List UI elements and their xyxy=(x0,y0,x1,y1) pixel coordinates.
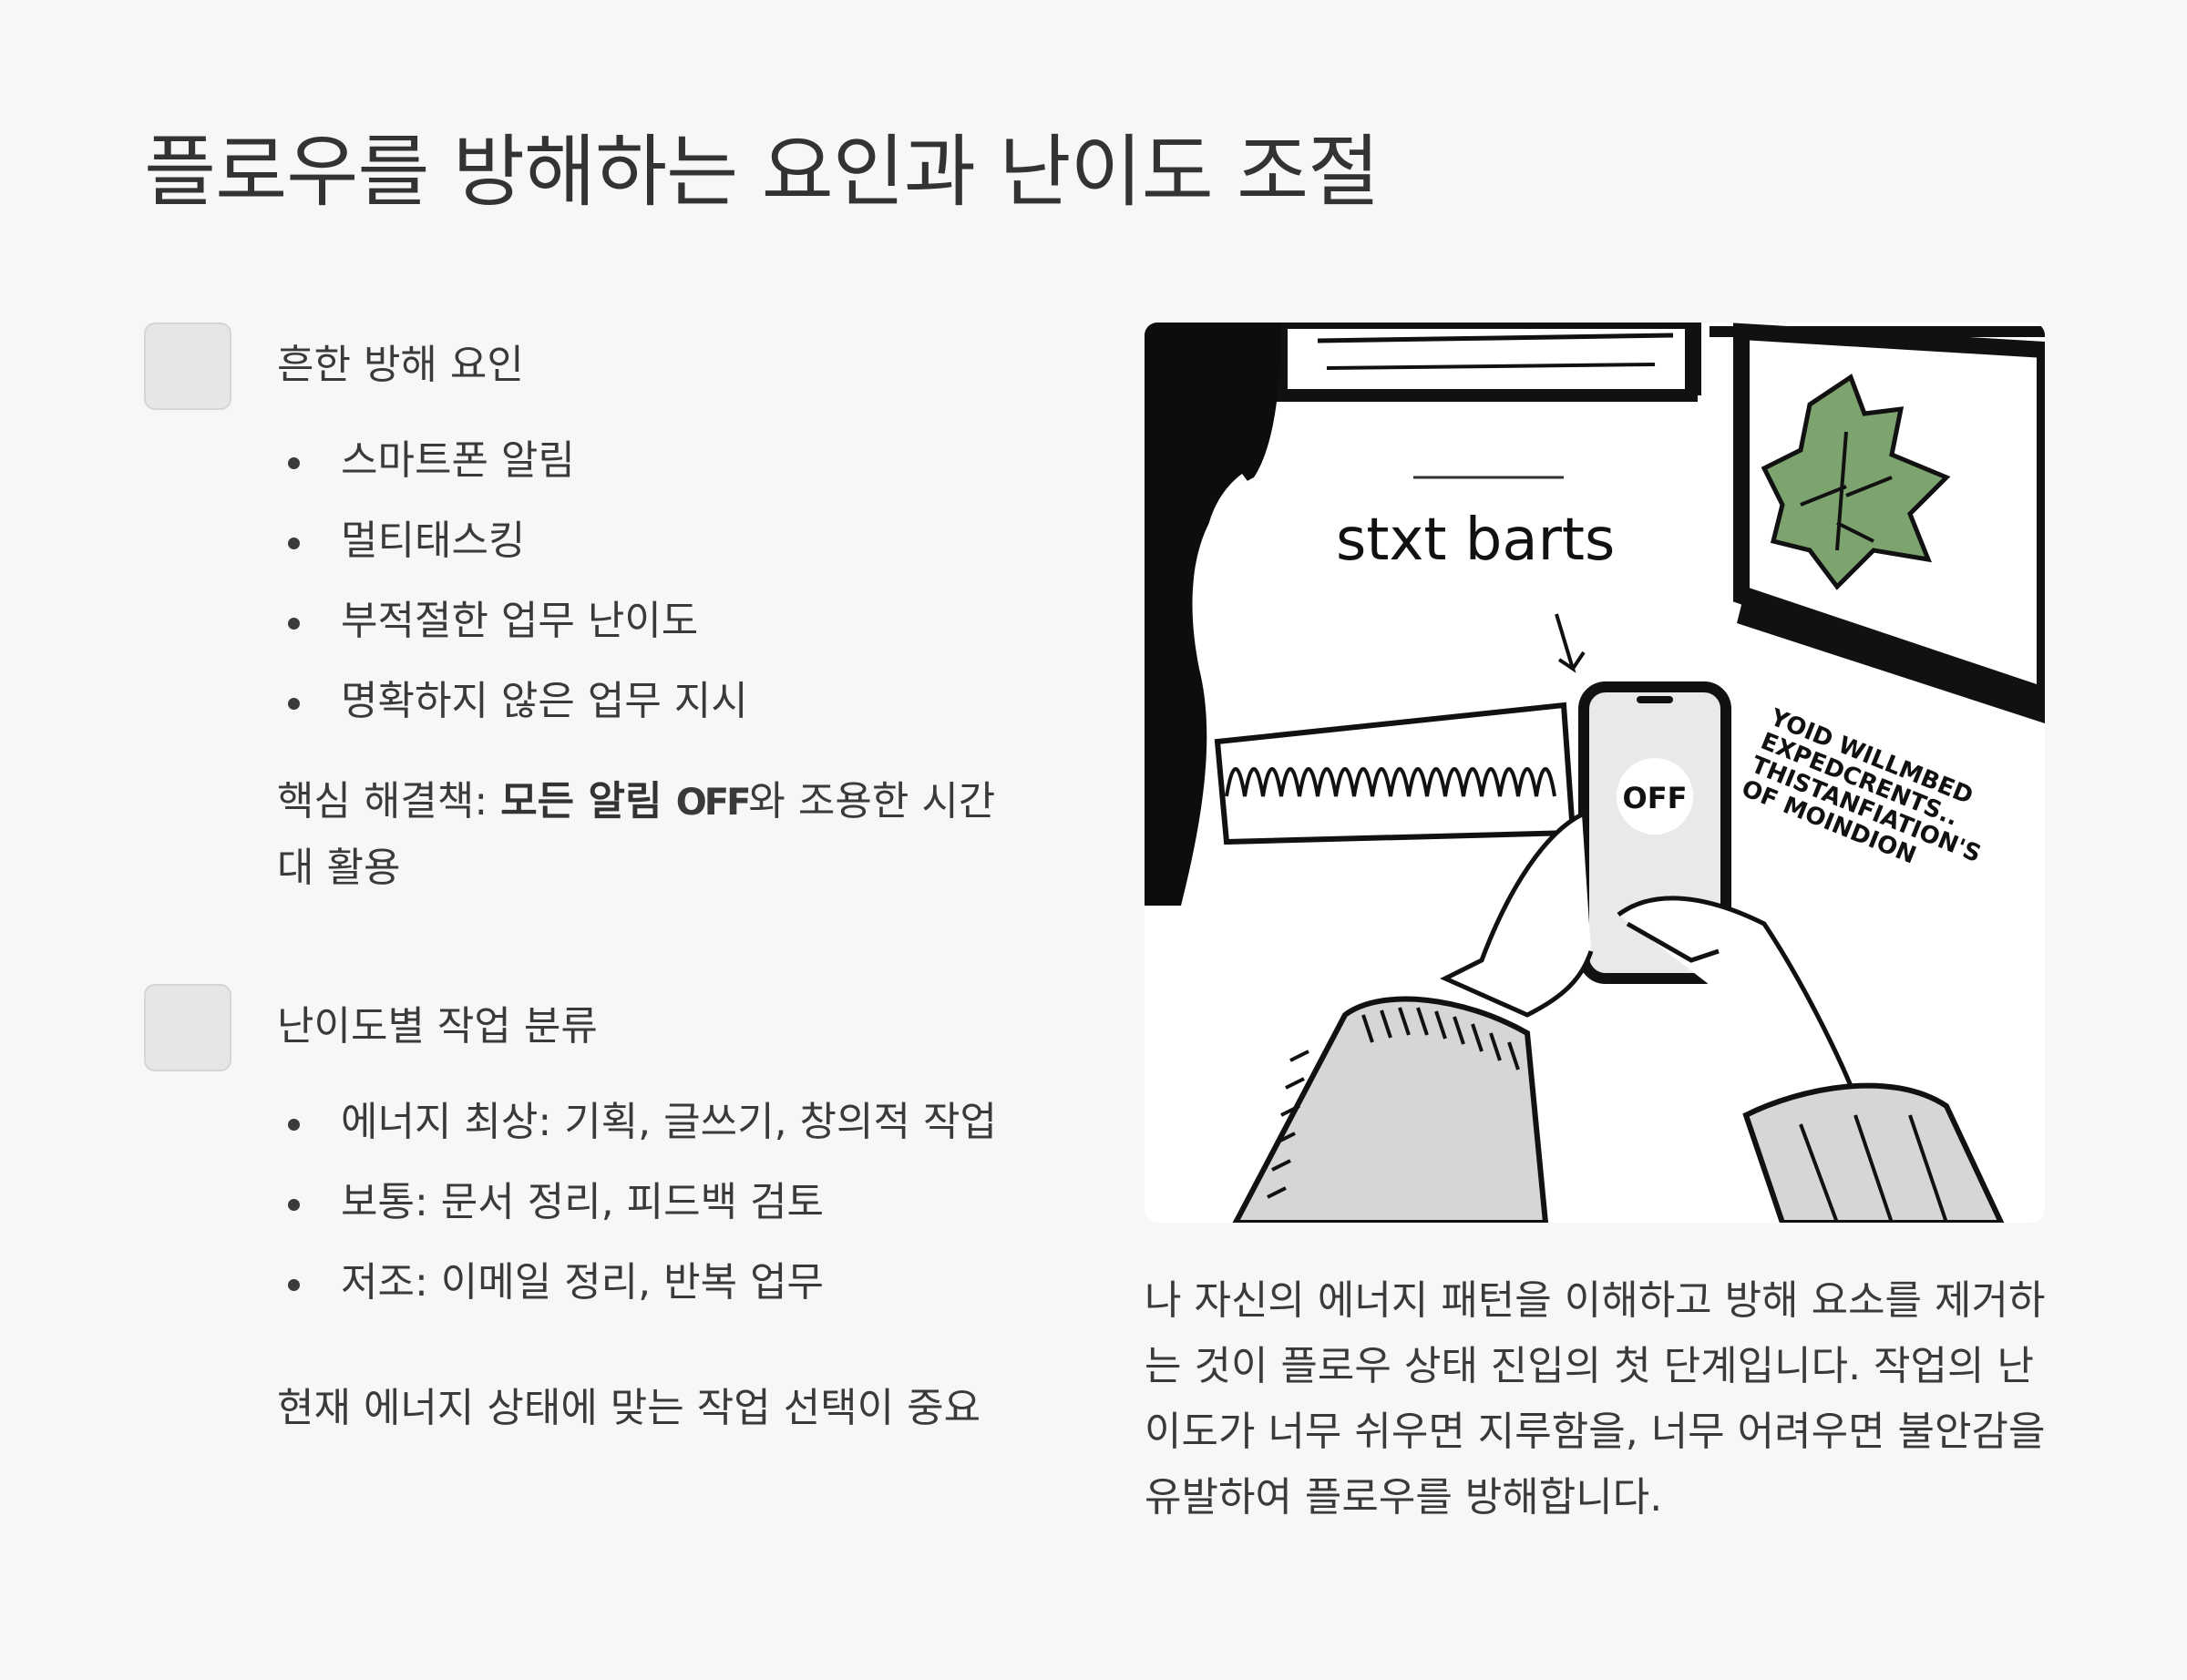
note-suffix: 와 조용한 시간대 활용 xyxy=(277,778,996,891)
list-item: 저조: 이메일 정리, 반복 업무 xyxy=(277,1243,997,1323)
note-off: OFF xyxy=(675,782,752,824)
section-heading: 난이도별 작업 분류 xyxy=(277,1003,598,1050)
list-item: 멀티태스킹 xyxy=(277,501,748,581)
section-badge xyxy=(144,323,231,410)
list-item: 스마트폰 알림 xyxy=(277,421,748,501)
sketch-illustration: stxt barts OFF YOID WILLMBED EXPEDCRENTS… xyxy=(1145,323,2045,1223)
bullet-list: 에너지 최상: 기획, 글쓰기, 창의적 작업 보통: 문서 정리, 피드백 검… xyxy=(277,1082,997,1323)
leaf-icon xyxy=(1761,374,1951,590)
note-bold: 모든 알림 xyxy=(500,778,676,825)
section-badge xyxy=(144,984,231,1071)
list-item: 명확하지 않은 업무 지시 xyxy=(277,661,748,742)
list-item: 보통: 문서 정리, 피드백 검토 xyxy=(277,1163,997,1243)
list-item: 부적절한 업무 난이도 xyxy=(277,581,748,661)
phone-off-label: OFF xyxy=(1623,781,1688,815)
bullet-list: 스마트폰 알림 멀티태스킹 부적절한 업무 난이도 명확하지 않은 업무 지시 xyxy=(277,421,748,742)
note-prefix: 핵심 해결책: xyxy=(277,778,501,825)
section-heading: 흔한 방해 요인 xyxy=(277,342,524,388)
page-title: 플로우를 방해하는 요인과 난이도 조절 xyxy=(144,127,1380,218)
list-item: 에너지 최상: 기획, 글쓰기, 창의적 작업 xyxy=(277,1082,997,1163)
energy-note: 현재 에너지 상태에 맞는 작업 선택이 중요 xyxy=(277,1385,981,1431)
key-solution-note: 핵심 해결책: 모든 알림 OFF와 조용한 시간대 활용 xyxy=(277,769,1006,901)
illustration-caption: 나 자신의 에너지 패턴을 이해하고 방해 요소를 제거하는 것이 플로우 상태… xyxy=(1145,1277,2046,1521)
illustration-phone-off: stxt barts OFF YOID WILLMBED EXPEDCRENTS… xyxy=(1145,323,2045,1223)
board-text: stxt barts xyxy=(1336,507,1615,574)
